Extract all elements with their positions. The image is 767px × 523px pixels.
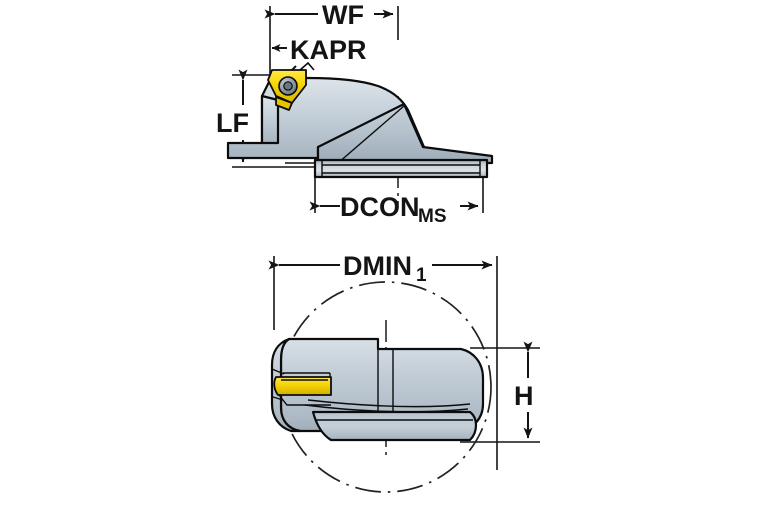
kapr-label: KAPR (290, 35, 367, 65)
end-view-nose-round (270, 337, 302, 433)
insert-clamp-tab (299, 61, 315, 71)
insert-assembly-end (273, 376, 332, 406)
minimum-bore-circle (280, 281, 492, 493)
side-view: WF KAPR LF DCON MS (216, 0, 494, 227)
h-label: H (514, 381, 534, 411)
shank-transition (316, 102, 494, 165)
relief-mark-upper (271, 368, 285, 375)
dcon-subscript: MS (418, 206, 447, 227)
shank-bar (313, 158, 489, 179)
dmin-label: DMIN (343, 251, 412, 281)
end-view-insert (273, 376, 332, 396)
insert-assembly-top (267, 61, 315, 111)
screw-torx-recess (283, 81, 293, 91)
wf-label: WF (322, 0, 364, 30)
dcon-dimension: DCON MS (309, 192, 479, 227)
insert-lower-facet (275, 96, 293, 111)
relief-mark-lower (272, 396, 284, 401)
body-seam-line (337, 105, 405, 164)
end-view-lower-skirt (311, 410, 478, 442)
chip-face-curve (304, 404, 469, 413)
nose-step (260, 94, 280, 145)
dcon-label: DCON (340, 192, 420, 222)
kapr-callout: KAPR (271, 35, 367, 79)
wf-dimension: WF (264, 0, 394, 30)
end-view: DMIN 1 H (268, 251, 540, 493)
h-dimension: H (514, 341, 534, 439)
chip-face-curve-2 (307, 399, 471, 408)
insert-seat-line (278, 394, 331, 406)
lf-label: LF (216, 108, 249, 138)
dmin-subscript: 1 (416, 265, 427, 286)
dmin-dimension: DMIN 1 (268, 251, 493, 286)
